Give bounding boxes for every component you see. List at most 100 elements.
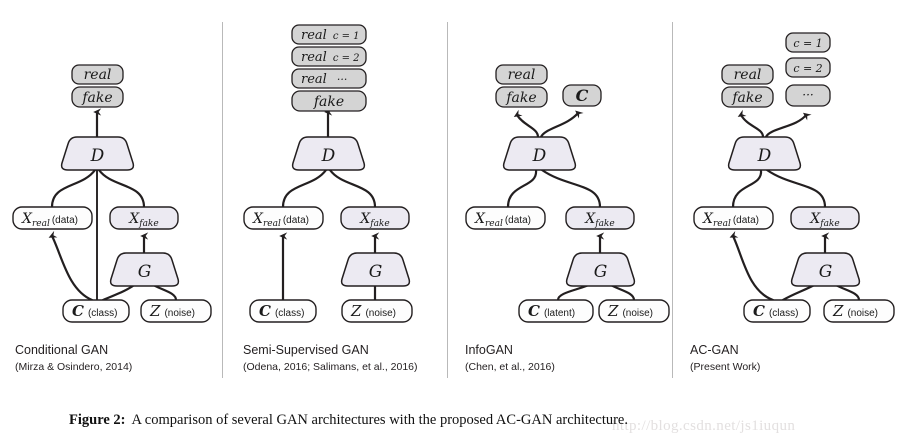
node-x-real[interactable]: Xreal(data) [465, 206, 546, 230]
node-input-c[interactable]: C(class) [743, 299, 811, 323]
node-output-real-dots[interactable]: real··· [291, 68, 367, 89]
node-output-real-label: real [84, 67, 112, 83]
node-x-fake-label: Xfake [584, 211, 614, 229]
panel-title-infogan: InfoGAN [465, 343, 513, 357]
node-input-z-label: Z(noise) [350, 302, 396, 320]
edge-d-to-class [764, 112, 812, 139]
node-output-c-label: C [576, 86, 589, 105]
watermark: http://blog.csdn.net/js1iuqun [612, 418, 795, 434]
panel-title-ac-gan: AC-GAN [690, 343, 739, 357]
node-output-fake-label: fake [505, 90, 536, 106]
node-x-real-label: Xreal(data) [474, 211, 531, 229]
node-x-real-label: Xreal(data) [252, 211, 309, 229]
node-x-real[interactable]: Xreal(data) [243, 206, 324, 230]
edge-d-to-realfake [737, 109, 765, 139]
node-input-z[interactable]: Z(noise) [140, 299, 212, 323]
node-x-fake-label: Xfake [809, 211, 839, 229]
node-generator-label: G [138, 262, 152, 282]
node-output-c2-label: c = 2 [793, 62, 822, 75]
node-input-c[interactable]: C(class) [62, 299, 130, 323]
node-output-c[interactable]: C [562, 84, 602, 107]
node-input-z-label: Z(noise) [832, 302, 878, 320]
panel-infogan: real fake C D Xreal(data) Xfake [465, 64, 670, 373]
node-input-c-label: C(class) [72, 302, 117, 320]
edge-d-to-realfake [513, 109, 540, 139]
node-discriminator[interactable]: D [502, 136, 577, 171]
node-x-real[interactable]: Xreal(data) [12, 206, 93, 230]
panel-conditional-gan: real fake D Xreal(data) Xfake G [12, 64, 212, 373]
node-output-fake[interactable]: fake [71, 86, 124, 108]
node-output-fake[interactable]: fake [291, 90, 367, 112]
node-x-fake-label: Xfake [128, 211, 158, 229]
node-input-c-label: C(latent) [528, 302, 575, 320]
node-output-fake[interactable]: fake [721, 86, 774, 108]
figure-caption: Figure 2:A comparison of several GAN arc… [69, 412, 628, 428]
node-generator[interactable]: G [340, 252, 411, 287]
node-output-real-label: real [508, 67, 536, 83]
node-x-fake-label: Xfake [359, 211, 389, 229]
node-output-real[interactable]: real [721, 64, 774, 85]
node-output-fake[interactable]: fake [495, 86, 548, 108]
node-output-fake-label: fake [313, 94, 344, 110]
node-x-real[interactable]: Xreal(data) [693, 206, 774, 230]
node-output-c1-label: c = 1 [793, 37, 822, 50]
node-discriminator-label: D [90, 146, 105, 166]
node-output-real[interactable]: real [495, 64, 548, 85]
node-x-fake[interactable]: Xfake [565, 206, 635, 230]
node-output-real-dots-label: real··· [301, 72, 347, 87]
edge-xreal-to-d [50, 168, 97, 209]
node-discriminator[interactable]: D [727, 136, 802, 171]
node-x-real-label: Xreal(data) [702, 211, 759, 229]
panel-subtitle-infogan: (Chen, et al., 2016) [465, 361, 555, 373]
node-x-real-label: Xreal(data) [21, 211, 78, 229]
node-discriminator-label: D [757, 146, 772, 166]
node-input-z-label: Z(noise) [149, 302, 195, 320]
edge-c-to-xreal [729, 230, 775, 302]
panel-ac-gan: real fake c = 1 c = 2 ··· D Xreal(data) [690, 32, 895, 373]
node-x-fake[interactable]: Xfake [790, 206, 860, 230]
edge-xfake-to-d [97, 168, 146, 209]
panel-title-conditional-gan: Conditional GAN [15, 343, 108, 357]
panel-title-semi-supervised-gan: Semi-Supervised GAN [243, 343, 369, 357]
node-x-fake[interactable]: Xfake [340, 206, 410, 230]
node-input-z[interactable]: Z(noise) [823, 299, 895, 323]
node-input-z[interactable]: Z(noise) [598, 299, 670, 323]
edge-xfake-to-d [328, 168, 377, 209]
node-generator-label: G [369, 262, 383, 282]
node-output-c1[interactable]: c = 1 [785, 32, 831, 53]
edge-xreal-to-d [506, 168, 538, 209]
node-output-cdots-label: ··· [802, 88, 813, 102]
node-input-c-label: C(class) [753, 302, 798, 320]
node-output-fake-label: fake [81, 90, 112, 106]
edges-ac-gan [729, 109, 861, 302]
node-generator[interactable]: G [565, 252, 636, 287]
node-discriminator-label: D [532, 146, 547, 166]
node-output-c2[interactable]: c = 2 [785, 57, 831, 78]
node-generator-label: G [819, 262, 833, 282]
panel-subtitle-ac-gan: (Present Work) [690, 361, 760, 373]
node-output-real[interactable]: real [71, 64, 124, 85]
node-input-c[interactable]: C(class) [249, 299, 317, 323]
edge-d-to-c [539, 110, 584, 139]
edges-semi-supervised-gan [279, 108, 380, 302]
node-output-fake-label: fake [731, 90, 762, 106]
edge-xfake-to-d [765, 168, 827, 209]
node-output-real-label: real [734, 67, 762, 83]
node-discriminator[interactable]: D [60, 136, 135, 171]
node-discriminator[interactable]: D [291, 136, 366, 171]
node-input-c[interactable]: C(latent) [518, 299, 594, 323]
node-x-fake[interactable]: Xfake [109, 206, 179, 230]
node-input-z-label: Z(noise) [607, 302, 653, 320]
node-output-cdots[interactable]: ··· [785, 84, 831, 107]
node-discriminator-label: D [321, 146, 336, 166]
node-generator[interactable]: G [109, 252, 180, 287]
node-generator[interactable]: G [790, 252, 861, 287]
node-input-z[interactable]: Z(noise) [341, 299, 413, 323]
